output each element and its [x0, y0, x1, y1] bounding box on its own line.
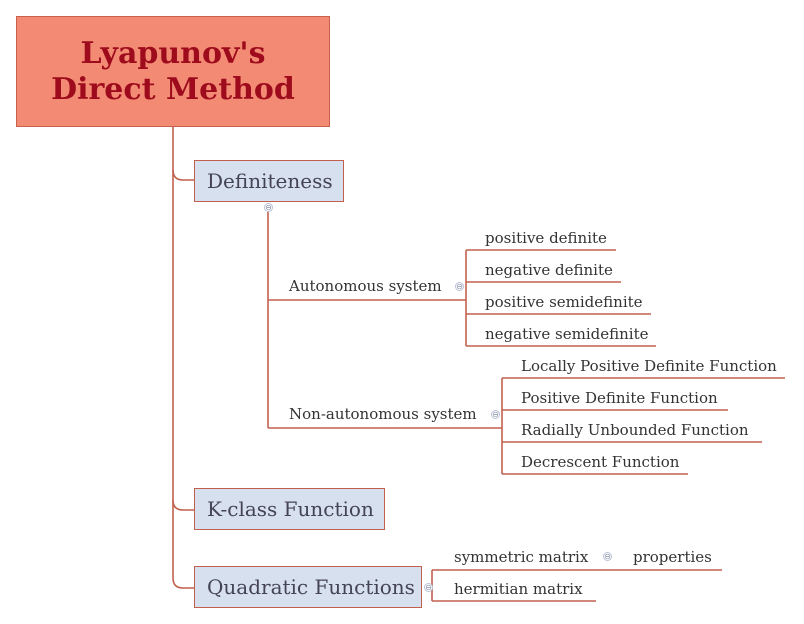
- connector-root-kclass: [172, 499, 194, 511]
- topic-k-class-function[interactable]: K-class Function: [194, 488, 385, 530]
- leaf-decrescent-function[interactable]: Decrescent Function: [521, 452, 679, 472]
- topic-hermitian-matrix-label: hermitian matrix: [454, 580, 583, 598]
- leaf-negative-semidefinite[interactable]: negative semidefinite: [485, 324, 648, 344]
- collapse-definiteness-icon[interactable]: ⊖: [264, 203, 273, 212]
- root-title-line-1: Lyapunov's: [80, 35, 266, 71]
- root-title-line-2: Direct Method: [51, 71, 295, 107]
- collapse-autonomous-icon[interactable]: ⊖: [455, 282, 464, 291]
- connector-root-trunk: [172, 127, 194, 589]
- topic-definiteness[interactable]: Definiteness: [194, 160, 344, 202]
- collapse-symmetric-icon[interactable]: ⊖: [603, 552, 612, 561]
- leaf-positive-semidefinite-label: positive semidefinite: [485, 293, 643, 311]
- topic-autonomous-system-label: Autonomous system: [289, 277, 442, 295]
- leaf-radially-unbounded-function[interactable]: Radially Unbounded Function: [521, 420, 749, 440]
- topic-symmetric-matrix[interactable]: symmetric matrix: [454, 547, 588, 567]
- leaf-locally-positive-definite-function-label: Locally Positive Definite Function: [521, 357, 777, 375]
- topic-definiteness-label: Definiteness: [207, 169, 333, 193]
- topic-quadratic-functions[interactable]: Quadratic Functions: [194, 566, 422, 608]
- leaf-locally-positive-definite-function[interactable]: Locally Positive Definite Function: [521, 356, 777, 376]
- topic-non-autonomous-system[interactable]: Non-autonomous system: [289, 404, 477, 424]
- topic-autonomous-system[interactable]: Autonomous system: [289, 276, 442, 296]
- collapse-non-autonomous-icon[interactable]: ⊖: [491, 410, 500, 419]
- leaf-properties-label: properties: [633, 548, 712, 566]
- topic-k-class-function-label: K-class Function: [207, 497, 374, 521]
- leaf-positive-definite-function-label: Positive Definite Function: [521, 389, 718, 407]
- leaf-radially-unbounded-function-label: Radially Unbounded Function: [521, 421, 749, 439]
- topic-non-autonomous-system-label: Non-autonomous system: [289, 405, 477, 423]
- topic-symmetric-matrix-label: symmetric matrix: [454, 548, 589, 566]
- topic-hermitian-matrix[interactable]: hermitian matrix: [454, 579, 583, 599]
- collapse-quadratic-icon[interactable]: ⊖: [424, 583, 433, 592]
- topic-quadratic-functions-label: Quadratic Functions: [207, 575, 415, 599]
- leaf-positive-semidefinite[interactable]: positive semidefinite: [485, 292, 643, 312]
- leaf-positive-definite[interactable]: positive definite: [485, 228, 607, 248]
- leaf-negative-semidefinite-label: negative semidefinite: [485, 325, 649, 343]
- connector-root-definiteness: [172, 169, 194, 181]
- leaf-negative-definite-label: negative definite: [485, 261, 613, 279]
- leaf-positive-definite-function[interactable]: Positive Definite Function: [521, 388, 718, 408]
- leaf-properties[interactable]: properties: [633, 547, 712, 567]
- root-topic[interactable]: Lyapunov's Direct Method: [16, 16, 330, 127]
- leaf-positive-definite-label: positive definite: [485, 229, 607, 247]
- leaf-negative-definite[interactable]: negative definite: [485, 260, 613, 280]
- leaf-decrescent-function-label: Decrescent Function: [521, 453, 680, 471]
